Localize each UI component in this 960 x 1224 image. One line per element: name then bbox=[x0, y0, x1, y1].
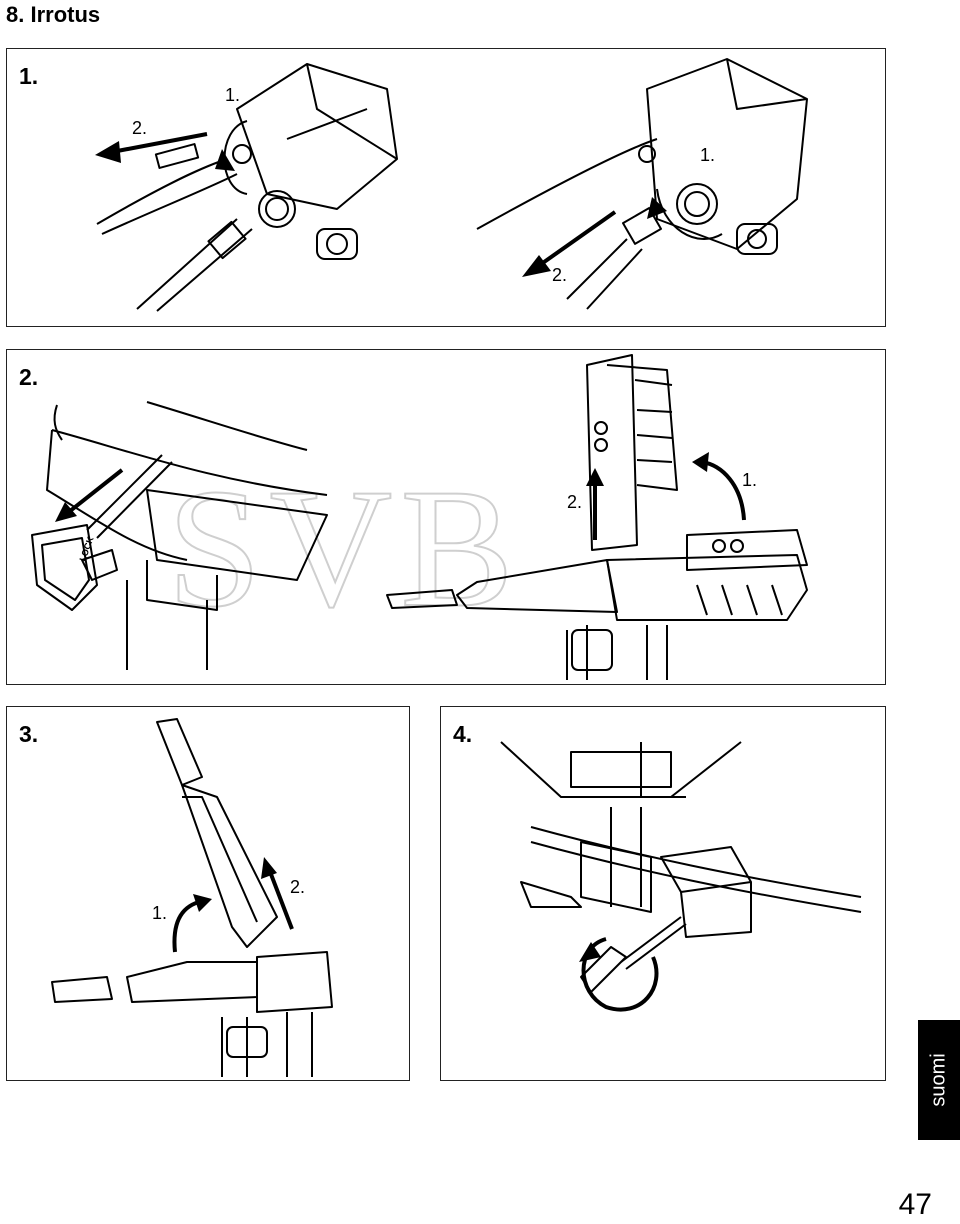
cover-removal-illustration: SVB bbox=[31, 354, 808, 680]
panel-step-3: 3. 1. 2. bbox=[6, 706, 410, 1081]
language-tab: suomi bbox=[918, 1020, 960, 1140]
watermark: SVB bbox=[167, 454, 522, 642]
page-title: 8. Irrotus bbox=[6, 2, 101, 27]
panel-step-1: 1. bbox=[6, 48, 886, 327]
step-number: 4. bbox=[453, 721, 473, 747]
callout-label: 2. bbox=[567, 492, 582, 512]
clamp-release-illustration bbox=[500, 741, 862, 1012]
callout-label: 2. bbox=[552, 265, 567, 285]
callout-label: 1. bbox=[152, 903, 167, 923]
callout-label: 1. bbox=[742, 470, 757, 490]
step-number: 2. bbox=[19, 364, 39, 390]
callout-label: 2. bbox=[132, 118, 147, 138]
callout-label: 1. bbox=[700, 145, 715, 165]
connector-illustration: 1. 2. 1. 2. bbox=[95, 58, 808, 312]
panel-step-2: 2. SVB bbox=[6, 349, 886, 685]
language-tab-label: suomi bbox=[927, 1053, 950, 1107]
step-number: 3. bbox=[19, 721, 39, 747]
callout-label: 1. bbox=[225, 85, 240, 105]
panel-step-4: 4. bbox=[440, 706, 886, 1081]
step-number: 1. bbox=[19, 63, 39, 89]
page-number: 47 bbox=[898, 1188, 932, 1221]
tilt-lift-illustration: 1. 2. bbox=[51, 718, 333, 1077]
callout-label: 2. bbox=[290, 877, 305, 897]
